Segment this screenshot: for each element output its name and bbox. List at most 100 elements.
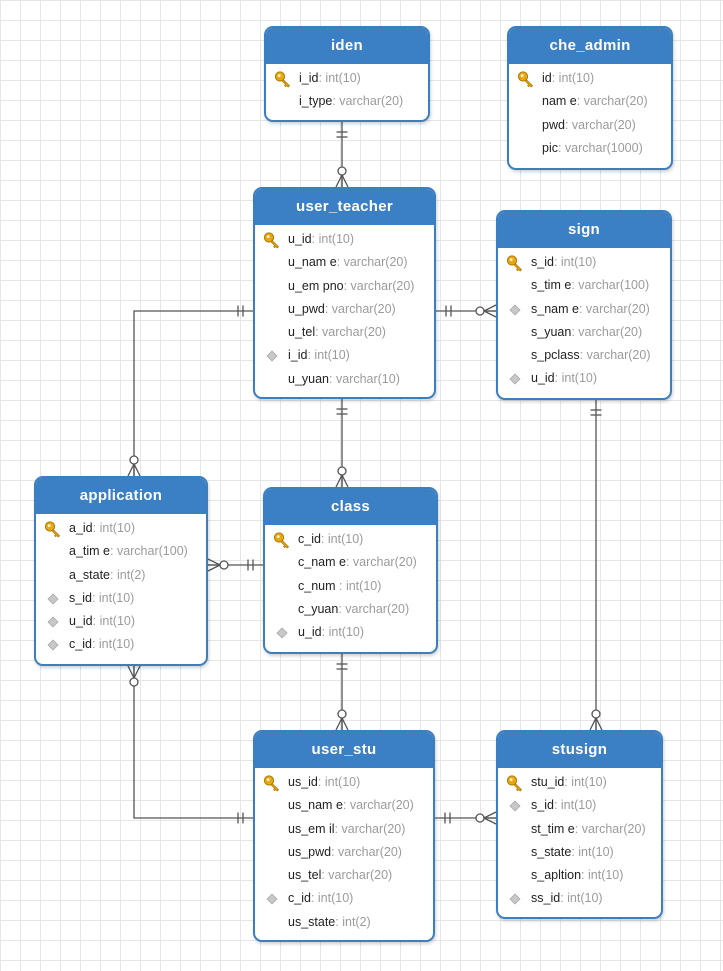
field-name: s_tim e bbox=[531, 278, 572, 293]
field-name: a_state bbox=[69, 567, 111, 582]
relationship-edge bbox=[335, 654, 349, 731]
field-name: st_tim e bbox=[531, 821, 575, 836]
relationship-edge bbox=[127, 305, 253, 477]
key-icon bbox=[44, 520, 62, 538]
field-name: s_apltion bbox=[531, 868, 582, 883]
field-row: c_nam e: varchar(20) bbox=[265, 551, 436, 574]
field-row: u_yuan: varchar(10) bbox=[255, 368, 434, 391]
field-row: s_id: int(10) bbox=[498, 251, 670, 274]
field-name: a_tim e bbox=[69, 544, 110, 559]
field-list: us_id: int(10)us_nam e: varchar(20)us_em… bbox=[255, 768, 433, 934]
field-type: : int(2) bbox=[110, 567, 146, 582]
field-type: : int(10) bbox=[92, 614, 136, 629]
field-type: : int(10) bbox=[91, 590, 135, 605]
field-type: : varchar(20) bbox=[336, 255, 408, 270]
field-row: us_id: int(10) bbox=[255, 771, 433, 794]
field-row: u_pwd: varchar(20) bbox=[255, 298, 434, 321]
field-type: : int(10) bbox=[564, 775, 607, 789]
field-list: i_id: int(10)i_type: varchar(20) bbox=[266, 64, 428, 114]
relationship-edge bbox=[335, 399, 349, 488]
field-type: : int(10) bbox=[320, 532, 364, 546]
field-type: : varchar(20) bbox=[343, 278, 415, 293]
field-name: pwd bbox=[542, 117, 565, 132]
key-icon bbox=[263, 774, 281, 792]
key-icon bbox=[506, 774, 524, 792]
field-type: : int(10) bbox=[91, 637, 135, 652]
field-row: i_type: varchar(20) bbox=[266, 90, 428, 113]
entity-title: stusign bbox=[498, 732, 661, 768]
field-type: : int(10) bbox=[310, 891, 354, 906]
relationship-edge bbox=[207, 558, 263, 572]
field-name: id bbox=[542, 71, 552, 85]
diamond-icon bbox=[506, 890, 524, 908]
field-row: s_pclass: varchar(20) bbox=[498, 344, 670, 367]
field-type: : varchar(1000) bbox=[557, 140, 643, 155]
field-row: us_tel: varchar(20) bbox=[255, 864, 433, 887]
field-name: u_em pno bbox=[288, 278, 344, 293]
diamond-icon bbox=[263, 890, 281, 908]
field-type: : int(10) bbox=[560, 891, 603, 906]
field-name: i_type bbox=[299, 94, 333, 109]
field-type: : int(10) bbox=[307, 348, 350, 363]
field-row: pic: varchar(1000) bbox=[509, 137, 671, 160]
field-name: a_id bbox=[69, 521, 93, 535]
field-type: : int(10) bbox=[581, 868, 624, 883]
field-name: c_nam e bbox=[298, 555, 346, 570]
diamond-icon bbox=[506, 370, 524, 388]
entity-class[interactable]: class c_id: int(10)c_nam e: varchar(20)c… bbox=[263, 487, 438, 654]
field-list: c_id: int(10)c_nam e: varchar(20)c_num :… bbox=[265, 525, 436, 644]
entity-iden[interactable]: iden i_id: int(10)i_type: varchar(20) bbox=[264, 26, 430, 122]
entity-title: class bbox=[265, 489, 436, 525]
field-type: : int(2) bbox=[335, 914, 371, 929]
field-type: : varchar(20) bbox=[564, 117, 636, 132]
field-row: u_id: int(10) bbox=[36, 610, 206, 633]
field-type: : int(10) bbox=[553, 798, 597, 813]
field-name: s_id bbox=[531, 255, 554, 269]
diamond-icon bbox=[263, 347, 281, 365]
entity-application[interactable]: application a_id: int(10)a_tim e: varcha… bbox=[34, 476, 208, 666]
field-name: s_state bbox=[531, 844, 572, 859]
field-list: stu_id: int(10)s_id: int(10)st_tim e: va… bbox=[498, 768, 661, 911]
diamond-icon bbox=[506, 797, 524, 815]
field-name: i_id bbox=[299, 71, 319, 85]
field-name: us_state bbox=[288, 914, 336, 929]
field-type: : varchar(20) bbox=[571, 324, 643, 339]
entity-che-admin[interactable]: che_admin id: int(10)nam e: varchar(20)p… bbox=[507, 26, 673, 170]
field-row: a_state: int(2) bbox=[36, 564, 206, 587]
field-type: : int(10) bbox=[551, 71, 595, 85]
entity-sign[interactable]: sign s_id: int(10)s_tim e: varchar(100)s… bbox=[496, 210, 672, 400]
entity-title: iden bbox=[266, 28, 428, 64]
field-row: c_yuan: varchar(20) bbox=[265, 598, 436, 621]
entity-stusign[interactable]: stusign stu_id: int(10)s_id: int(10)st_t… bbox=[496, 730, 663, 919]
field-row: u_id: int(10) bbox=[265, 621, 436, 644]
field-row: s_nam e: varchar(20) bbox=[498, 298, 670, 321]
field-type: : varchar(100) bbox=[571, 278, 650, 293]
field-name: s_yuan bbox=[531, 324, 572, 339]
entity-user-teacher[interactable]: user_teacher u_id: int(10)u_nam e: varch… bbox=[253, 187, 436, 399]
field-type: : int(10) bbox=[571, 844, 614, 859]
field-name: nam e bbox=[542, 94, 577, 109]
key-icon bbox=[273, 531, 291, 549]
entity-user-stu[interactable]: user_stu us_id: int(10)us_nam e: varchar… bbox=[253, 730, 435, 942]
field-name: u_nam e bbox=[288, 255, 337, 270]
field-name: ss_id bbox=[531, 891, 561, 906]
relationship-edge bbox=[436, 304, 497, 318]
field-type: : varchar(20) bbox=[321, 868, 393, 883]
diamond-icon bbox=[273, 624, 291, 642]
field-name: s_pclass bbox=[531, 348, 580, 363]
field-type: : varchar(20) bbox=[345, 555, 417, 570]
field-type: : varchar(20) bbox=[579, 348, 651, 363]
field-list: a_id: int(10)a_tim e: varchar(100)a_stat… bbox=[36, 514, 206, 657]
field-list: id: int(10)nam e: varchar(20)pwd: varcha… bbox=[509, 64, 671, 160]
field-row: us_nam e: varchar(20) bbox=[255, 794, 433, 817]
field-row: u_tel: varchar(20) bbox=[255, 321, 434, 344]
field-type: : varchar(20) bbox=[331, 844, 402, 859]
field-row: us_pwd: varchar(20) bbox=[255, 841, 433, 864]
field-row: id: int(10) bbox=[509, 67, 671, 90]
field-row: us_em il: varchar(20) bbox=[255, 818, 433, 841]
field-row: s_apltion: int(10) bbox=[498, 864, 661, 887]
entity-title: user_teacher bbox=[255, 189, 434, 225]
field-row: pwd: varchar(20) bbox=[509, 114, 671, 137]
field-row: s_state: int(10) bbox=[498, 841, 661, 864]
field-name: us_id bbox=[288, 775, 318, 789]
